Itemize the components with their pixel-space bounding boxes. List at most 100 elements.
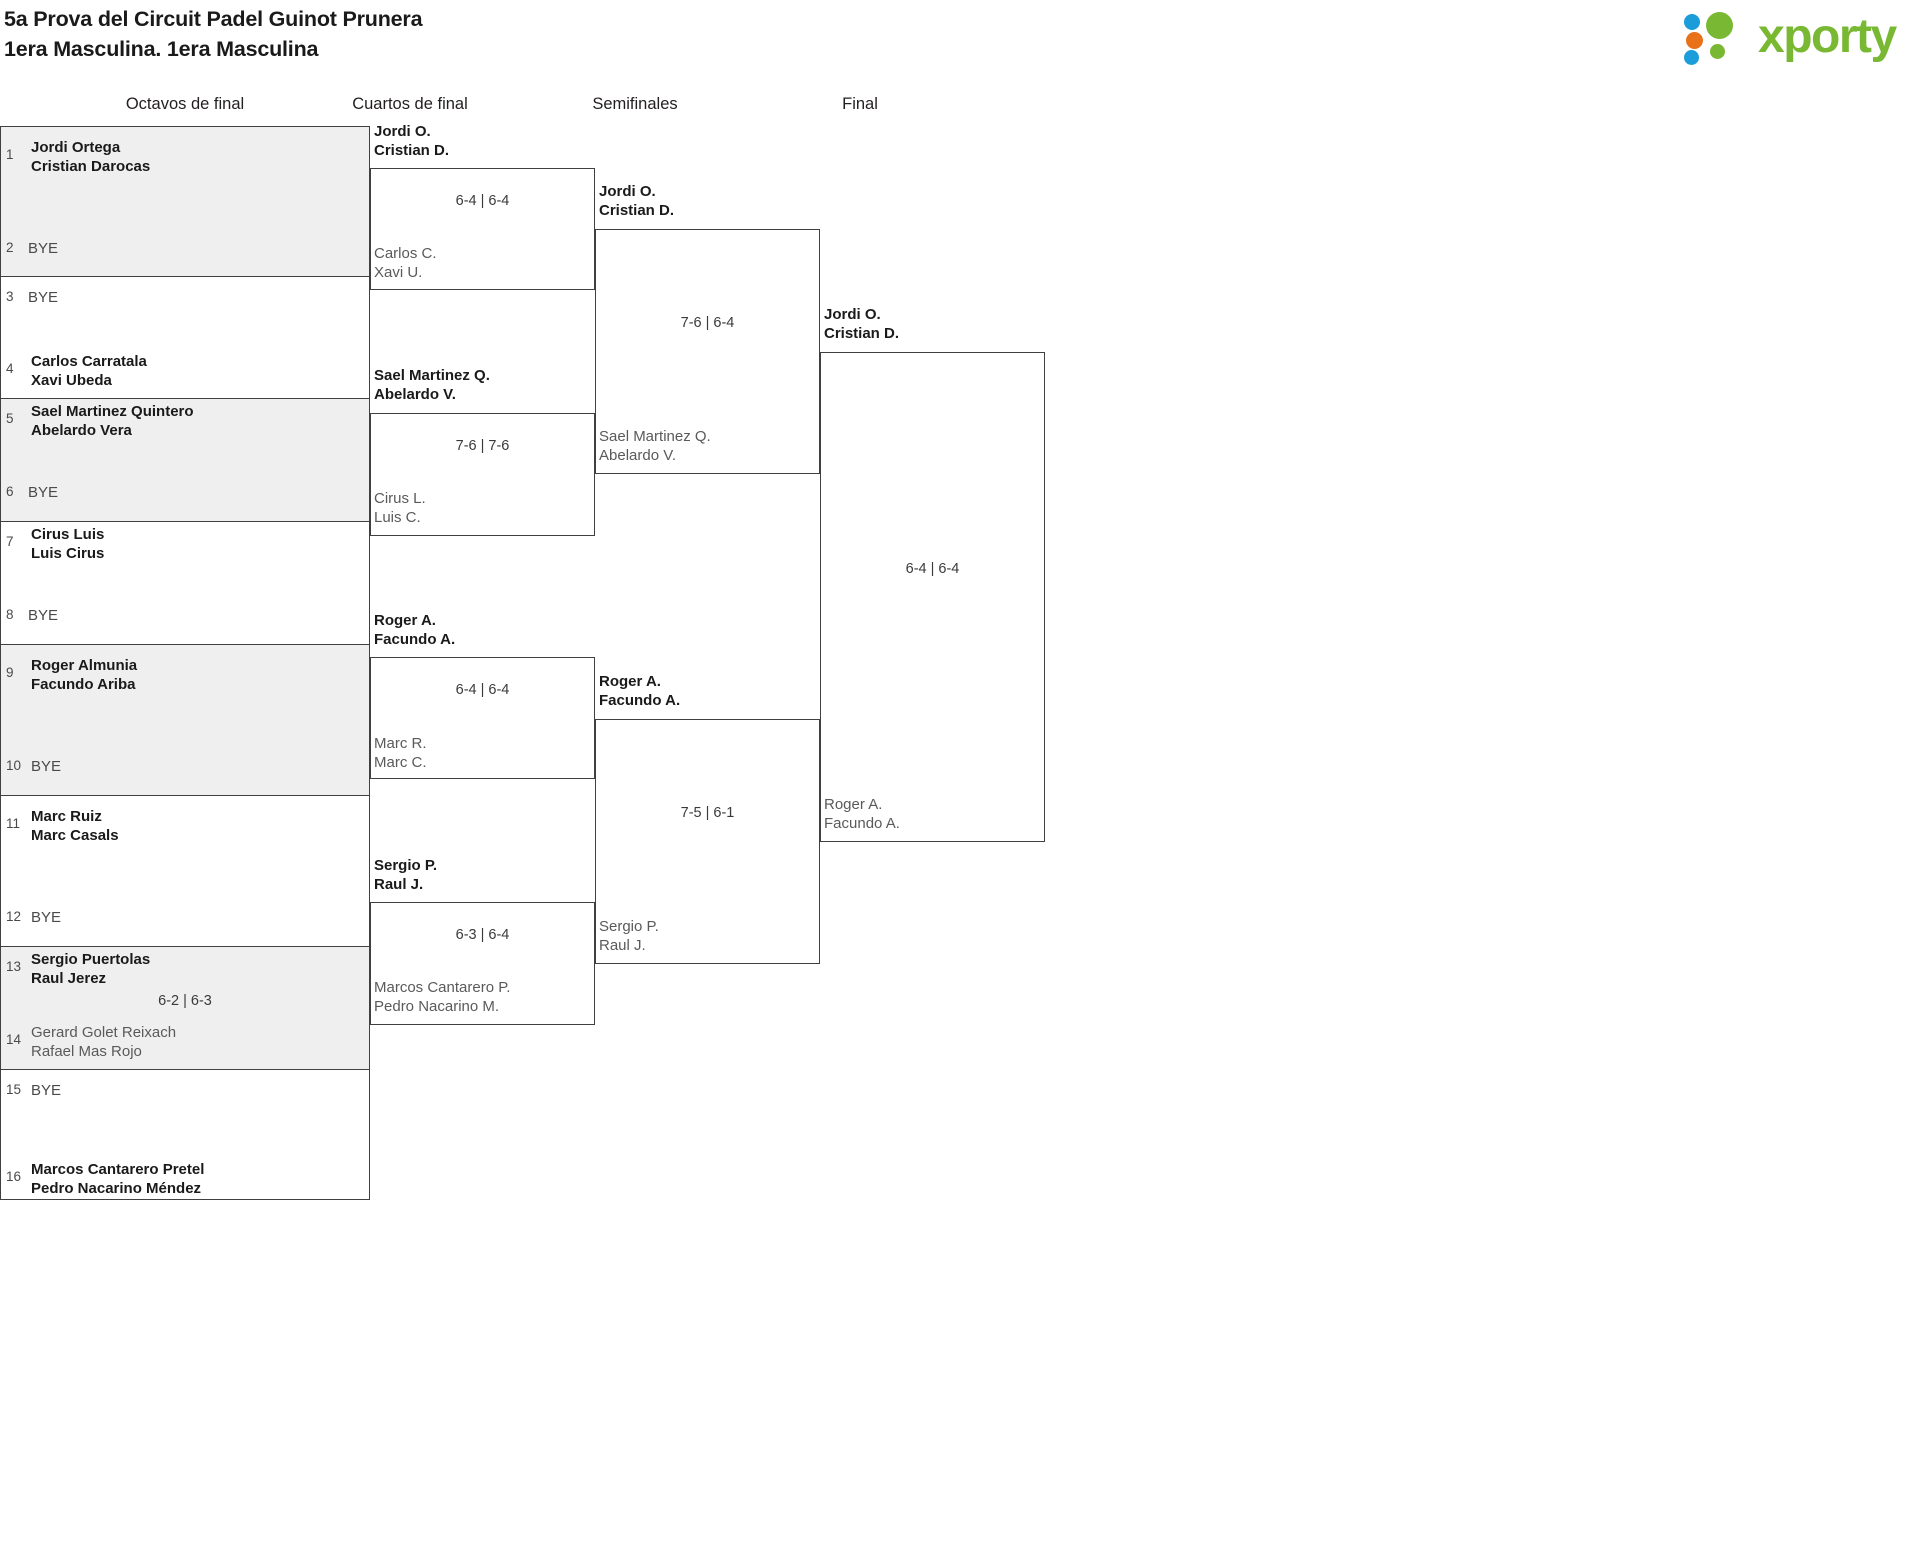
round2-match-3-top-team[interactable]: Roger A. Facundo A. [374, 611, 455, 649]
team-name: Sergio Puertolas Raul Jerez [31, 950, 150, 988]
round2-match-3-bottom-team[interactable]: Marc R. Marc C. [374, 734, 427, 772]
player-2: Cristian D. [824, 325, 900, 342]
round1-match-2[interactable]: 3 BYE 4 Carlos Carratala Xavi Ubeda [0, 277, 370, 399]
team-name: BYE [31, 758, 62, 775]
player-1: Marc Ruiz [31, 808, 102, 825]
round2-match-4-bottom-team[interactable]: Marcos Cantarero P. Pedro Nacarino M. [374, 978, 510, 1016]
seed-number: 15 [6, 1082, 22, 1097]
player-2: Facundo A. [599, 692, 681, 709]
team-name: BYE [28, 607, 59, 624]
seed-number: 9 [6, 665, 14, 680]
player-2: Rafael Mas Rojo [31, 1043, 142, 1060]
team-name: Gerard Golet Reixach Rafael Mas Rojo [31, 1023, 176, 1061]
round1-match-4[interactable]: 7 Cirus Luis Luis Cirus 8 BYE [0, 522, 370, 645]
player-1: Roger A. [824, 796, 883, 813]
player-2: Cristian D. [599, 202, 675, 219]
round4-match-1-bottom-team[interactable]: Roger A. Facundo A. [824, 795, 900, 833]
round-heading-semifinal: Semifinales [592, 95, 678, 113]
player-1: Jordi O. [374, 123, 431, 140]
player-2: Luis Cirus [31, 545, 105, 562]
team-name: Sael Martinez Quintero Abelardo Vera [31, 402, 194, 440]
round4-match-1-connector: 6-4 | 6-4 [820, 352, 1045, 842]
seed-number: 3 [6, 289, 14, 304]
match-score: 7-6 | 6-4 [680, 315, 735, 331]
match-score: 6-4 | 6-4 [455, 193, 510, 209]
match-score: 6-3 | 6-4 [455, 927, 510, 943]
team-name: Marc Ruiz Marc Casals [31, 807, 119, 845]
player-2: Cristian Darocas [31, 158, 151, 175]
round3-match-2-bottom-team[interactable]: Sergio P. Raul J. [599, 917, 659, 955]
player-1: Sergio P. [374, 857, 438, 874]
player-1: Cirus Luis [31, 526, 105, 543]
player-1: Sael Martinez Q. [374, 367, 490, 384]
player-2: Cristian D. [374, 142, 450, 159]
seed-number: 12 [6, 909, 22, 924]
player-2: Raul Jerez [31, 970, 107, 987]
team-name: BYE [31, 909, 62, 926]
round2-match-3-connector: 6-4 | 6-4 [370, 657, 595, 779]
match-score: 6-4 | 6-4 [905, 561, 960, 577]
logo-dots-icon [1684, 12, 1756, 65]
round2-match-2-connector: 7-6 | 7-6 [370, 413, 595, 536]
player-1: Roger A. [599, 673, 661, 690]
seed-number: 5 [6, 411, 14, 426]
page-title: 5a Prova del Circuit Padel Guinot Pruner… [4, 4, 423, 64]
player-1: Marcos Cantarero Pretel [31, 1161, 205, 1178]
round1-match-6[interactable]: 11 Marc Ruiz Marc Casals 12 BYE [0, 796, 370, 947]
player-2: Marc C. [374, 754, 427, 771]
round2-match-1-bottom-team[interactable]: Carlos C. Xavi U. [374, 244, 437, 282]
player-1: Roger Almunia [31, 657, 138, 674]
player-1: Roger A. [374, 612, 436, 629]
player-2: Facundo A. [374, 631, 456, 648]
round3-match-1-connector: 7-6 | 6-4 [595, 229, 820, 474]
page-header: 5a Prova del Circuit Padel Guinot Pruner… [0, 0, 1920, 72]
team-name: Jordi Ortega Cristian Darocas [31, 138, 150, 176]
player-1: Gerard Golet Reixach [31, 1024, 177, 1041]
player-2: Xavi U. [374, 264, 423, 281]
player-2: Pedro Nacarino M. [374, 998, 500, 1015]
seed-number: 1 [6, 147, 14, 162]
round1-match-8[interactable]: 15 BYE 16 Marcos Cantarero Pretel Pedro … [0, 1070, 370, 1200]
team-name: BYE [28, 289, 59, 306]
player-2: Abelardo V. [599, 447, 677, 464]
round2-match-4-connector: 6-3 | 6-4 [370, 902, 595, 1025]
seed-number: 13 [6, 959, 22, 974]
round1-match-7[interactable]: 13 Sergio Puertolas Raul Jerez 6-2 | 6-3… [0, 947, 370, 1070]
round1-match-3[interactable]: 5 Sael Martinez Quintero Abelardo Vera 6… [0, 399, 370, 522]
match-score: 7-5 | 6-1 [680, 805, 735, 821]
player-1: Jordi Ortega [31, 139, 121, 156]
player-1: Marcos Cantarero P. [374, 979, 511, 996]
player-2: Raul J. [374, 876, 424, 893]
player-2: Abelardo V. [374, 386, 456, 403]
round4-match-1-top-team[interactable]: Jordi O. Cristian D. [824, 305, 899, 343]
round3-match-1-bottom-team[interactable]: Sael Martinez Q. Abelardo V. [599, 427, 711, 465]
player-1: Carlos Carratala [31, 353, 147, 370]
xporty-logo[interactable]: xporty [1684, 8, 1912, 68]
round2-match-2-top-team[interactable]: Sael Martinez Q. Abelardo V. [374, 366, 490, 404]
tournament-name: 5a Prova del Circuit Padel Guinot Pruner… [4, 7, 423, 31]
seed-number: 14 [6, 1032, 22, 1047]
round2-match-1-top-team[interactable]: Jordi O. Cristian D. [374, 122, 449, 160]
team-name: Roger Almunia Facundo Ariba [31, 656, 137, 694]
team-name: Cirus Luis Luis Cirus [31, 525, 104, 563]
player-1: Marc R. [374, 735, 427, 752]
player-2: Pedro Nacarino Méndez [31, 1180, 202, 1197]
round1-match-5[interactable]: 9 Roger Almunia Facundo Ariba 10 BYE [0, 645, 370, 796]
seed-number: 7 [6, 534, 14, 549]
round3-match-2-top-team[interactable]: Roger A. Facundo A. [599, 672, 680, 710]
seed-number: 11 [6, 816, 21, 831]
team-name: BYE [28, 484, 59, 501]
round-heading-final: Final [842, 95, 878, 113]
round1-match-1[interactable]: 1 Jordi Ortega Cristian Darocas 2 BYE [0, 126, 370, 277]
player-2: Raul J. [599, 937, 646, 954]
round-heading-cuartos: Cuartos de final [352, 95, 468, 113]
player-2: Abelardo Vera [31, 422, 132, 439]
seed-number: 6 [6, 484, 14, 499]
player-1: Sergio Puertolas [31, 951, 151, 968]
round2-match-4-top-team[interactable]: Sergio P. Raul J. [374, 856, 437, 894]
round2-match-2-bottom-team[interactable]: Cirus L. Luis C. [374, 489, 426, 527]
player-1: Cirus L. [374, 490, 426, 507]
player-2: Marc Casals [31, 827, 119, 844]
round3-match-1-top-team[interactable]: Jordi O. Cristian D. [599, 182, 674, 220]
